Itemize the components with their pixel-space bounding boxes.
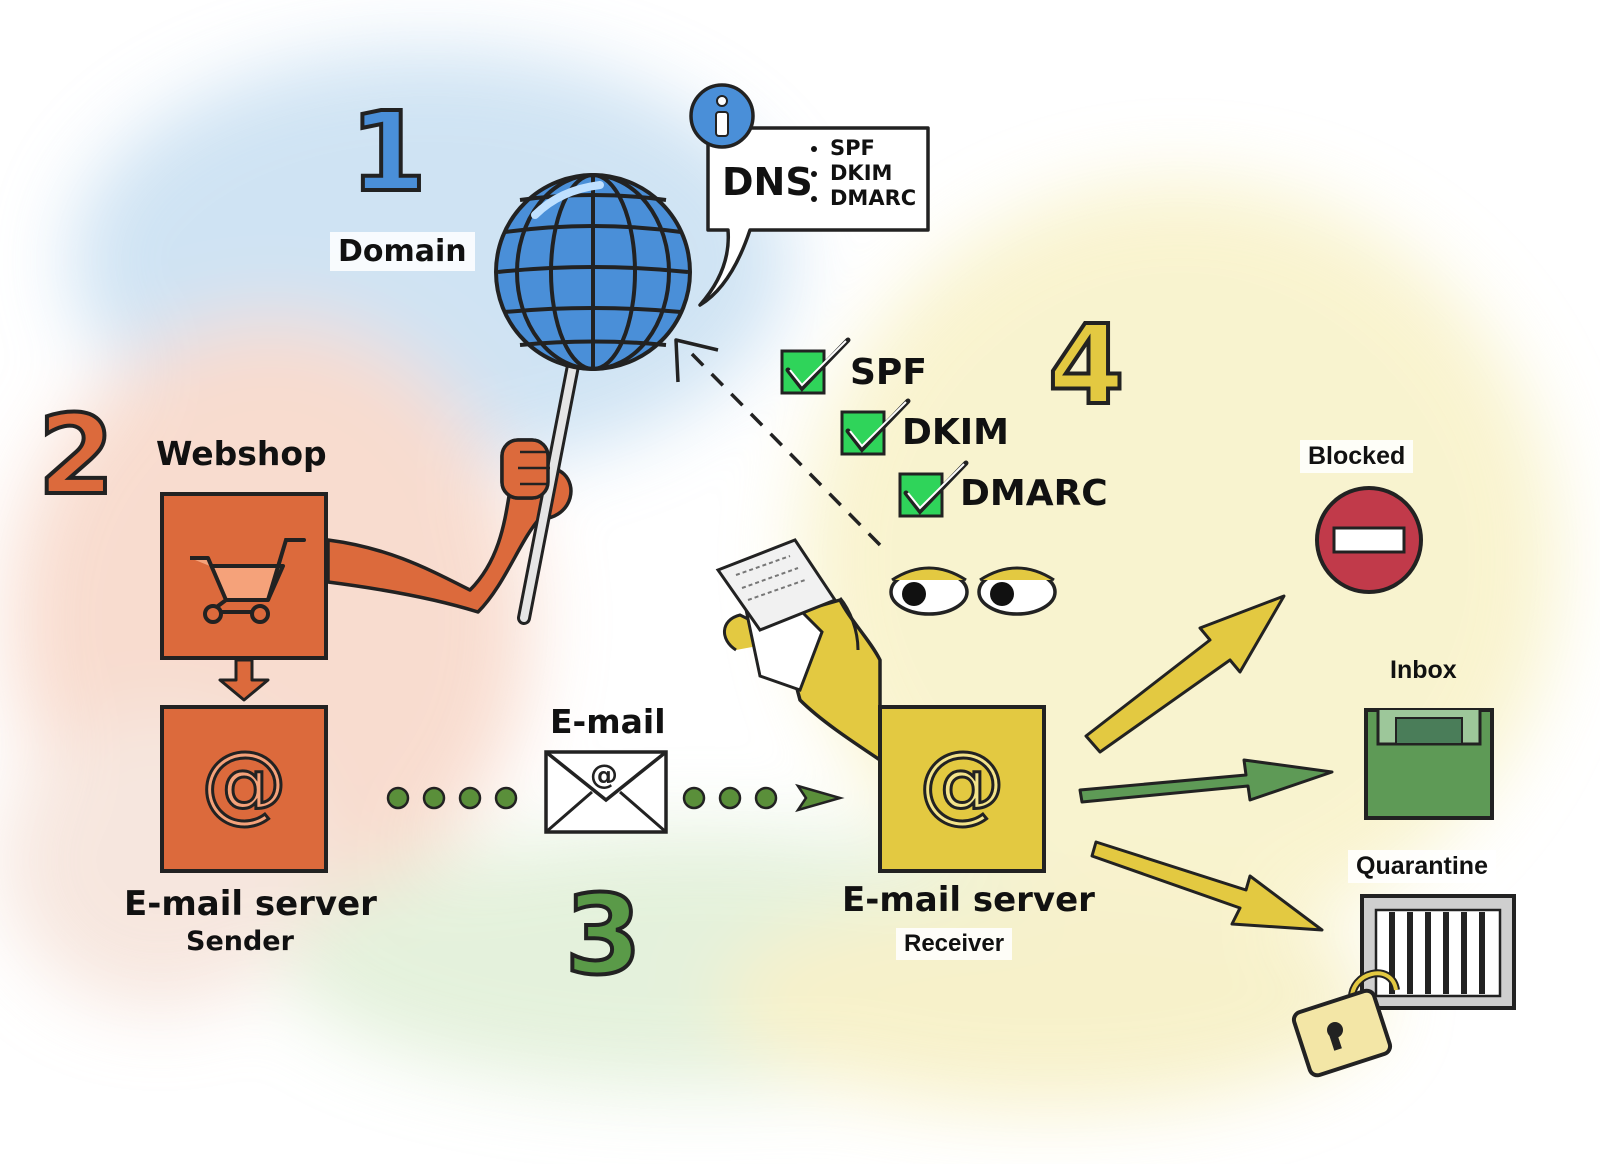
receiver-at-sign-icon: @ — [919, 733, 1005, 833]
arrow-to-inbox — [1078, 758, 1334, 804]
check-label-spf: SPF — [850, 352, 927, 393]
info-icon — [689, 83, 755, 149]
webshop-label: Webshop — [156, 434, 327, 473]
webshop-box — [160, 492, 328, 660]
shopping-cart-icon — [190, 538, 306, 624]
padlock-icon — [1291, 969, 1400, 1078]
receiver-hand-with-letter — [715, 538, 882, 762]
eyes-icon — [889, 566, 1057, 616]
dns-item-dkim: DKIM — [830, 161, 916, 186]
envelope-icon: @ — [544, 750, 668, 834]
receiver-server-title: E-mail server — [842, 880, 1095, 920]
outcome-arrows — [1078, 594, 1334, 932]
inbox-label: Inbox — [1390, 656, 1457, 684]
blocked-label: Blocked — [1300, 440, 1414, 473]
quarantine-label: Quarantine — [1348, 850, 1496, 883]
svg-text:@: @ — [590, 758, 618, 791]
dns-title: DNS — [722, 160, 813, 204]
check-icons — [780, 337, 969, 518]
dkim-check-icon — [840, 398, 911, 456]
check-label-dkim: DKIM — [902, 412, 1009, 453]
domain-label: Domain — [330, 232, 475, 271]
step-4-number: 4 — [1048, 301, 1125, 429]
spf-check-icon — [780, 337, 851, 395]
step-2-number: 2 — [38, 391, 115, 519]
domain-globe-icon — [494, 173, 692, 625]
check-label-dmarc: DMARC — [960, 473, 1108, 514]
sender-at-sign-icon: @ — [201, 733, 287, 833]
blocked-sign-icon — [1315, 486, 1423, 594]
receiver-server-subtitle: Receiver — [896, 928, 1013, 960]
step-numbers: 1 2 3 4 — [36, 86, 1127, 1001]
arrow-to-blocked — [1084, 594, 1286, 754]
sender-server-box: @ — [160, 705, 328, 873]
sender-server-subtitle: Sender — [186, 926, 294, 957]
email-label: E-mail — [550, 702, 666, 741]
email-dotted-path — [386, 783, 845, 813]
dns-item-spf: SPF — [830, 136, 916, 161]
arrow-to-quarantine — [1090, 840, 1324, 932]
step-3-number: 3 — [565, 871, 642, 999]
sender-server-title: E-mail server — [124, 884, 377, 924]
inbox-tray-icon — [1364, 708, 1494, 820]
quarantine-cage-icon — [1360, 894, 1516, 1010]
dns-lookup-arrowhead — [674, 338, 719, 383]
receiver-server-box: @ — [878, 705, 1046, 873]
dns-record-list: SPF DKIM DMARC — [814, 136, 916, 211]
webshop-to-server-arrow — [218, 658, 270, 702]
dmarc-check-icon — [898, 460, 969, 518]
dns-lookup-arrow — [688, 350, 882, 547]
dns-item-dmarc: DMARC — [830, 186, 916, 211]
dns-speech-bubble — [698, 126, 930, 307]
step-1-number: 1 — [350, 88, 427, 216]
